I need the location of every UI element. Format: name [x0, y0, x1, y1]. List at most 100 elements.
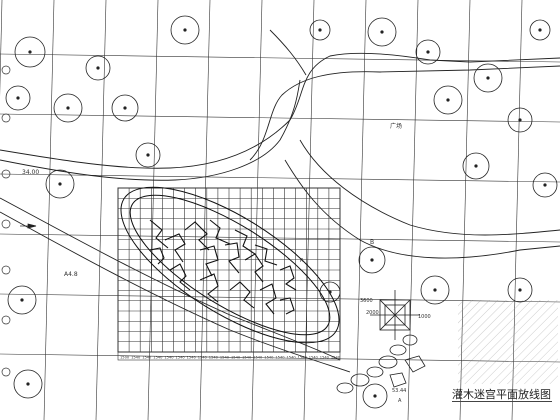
tree-icon — [462, 152, 490, 180]
tree-icon — [111, 94, 139, 122]
label-guangchang: 广场 — [390, 122, 402, 130]
tree-center-icon — [28, 50, 32, 54]
label-r: R — [300, 258, 304, 264]
grid-line-vertical — [199, 0, 211, 420]
grid-line-vertical — [43, 0, 55, 420]
dimension-label: 1540 — [242, 356, 252, 360]
dimension-label: 1540 — [309, 356, 319, 360]
tree-center-icon — [380, 30, 384, 34]
level-mark-1: 34.00 — [22, 169, 39, 176]
drawing-caption: 灌木迷宫平面放线图 — [452, 388, 551, 401]
tree-icon — [358, 246, 386, 274]
dimension-label: 1540 — [287, 356, 297, 360]
grid-line-vertical — [147, 0, 159, 420]
tree-icon — [5, 85, 31, 111]
grid-line-vertical — [355, 0, 367, 420]
tree-center-icon — [58, 182, 62, 186]
dimension-label: 1540 — [153, 356, 163, 360]
tree-center-icon — [426, 50, 430, 54]
tree-center-icon — [328, 290, 332, 294]
tree-center-icon — [474, 164, 478, 168]
tree-icon — [507, 277, 533, 303]
tree-icon — [13, 369, 43, 399]
grid-line-horizontal — [0, 113, 560, 123]
dimension-label: 1540 — [220, 356, 230, 360]
tree-icon — [367, 17, 397, 47]
dim-1000: 1000 — [418, 314, 431, 320]
dimension-label: 1540 — [298, 356, 308, 360]
tree-center-icon — [370, 258, 374, 262]
axis-marker — [1, 169, 11, 179]
dimension-label: 1540 — [176, 356, 186, 360]
tree-icon — [170, 15, 200, 45]
label-53: 53.44 — [392, 388, 406, 394]
tree-icon — [529, 19, 551, 41]
tree-icon — [433, 85, 463, 115]
dimension-label: 1540 — [131, 356, 141, 360]
tree-icon — [135, 142, 161, 168]
tree-center-icon — [486, 76, 490, 80]
stepping-stones — [336, 334, 426, 394]
axis-marker — [1, 65, 11, 75]
hatched-panel — [458, 300, 558, 384]
dimension-label: 1540 — [320, 356, 330, 360]
axis-marker — [1, 367, 11, 377]
dimension-label: 1500 — [120, 356, 130, 360]
tree-center-icon — [446, 98, 450, 102]
tree-icon — [420, 275, 450, 305]
dimension-label: 1540 — [253, 356, 263, 360]
tree-icon — [319, 281, 341, 303]
dimension-label: 1540 — [187, 356, 197, 360]
tree-icon — [415, 39, 441, 65]
tree-center-icon — [518, 118, 522, 122]
grid-axis-markers — [1, 65, 11, 377]
label-b: B — [370, 239, 374, 246]
tree-center-icon — [26, 382, 30, 386]
dimension-label: 1540 — [275, 356, 285, 360]
tree-icon — [309, 19, 331, 41]
level-mark-2: A4.8 — [64, 271, 78, 278]
tree-icon — [532, 172, 558, 198]
tree-center-icon — [433, 288, 437, 292]
axis-marker — [1, 265, 11, 275]
dim-2000: 2000 — [366, 310, 379, 316]
dimension-label: 1540 — [231, 356, 241, 360]
tree-icon — [362, 383, 388, 409]
tree-center-icon — [183, 28, 187, 32]
grid-line-vertical — [407, 0, 419, 420]
tree-symbols — [5, 15, 558, 409]
tree-center-icon — [16, 96, 20, 100]
tree-center-icon — [146, 153, 150, 157]
pavilion-structure — [370, 290, 420, 340]
tree-center-icon — [96, 66, 100, 70]
dimension-label: 1540 — [198, 356, 208, 360]
tree-center-icon — [543, 183, 547, 187]
dimension-label: 1540 — [164, 356, 174, 360]
tree-center-icon — [20, 298, 24, 302]
caption-underline — [452, 401, 552, 402]
tree-center-icon — [318, 28, 322, 32]
dimension-label: 1540 — [209, 356, 219, 360]
tree-center-icon — [538, 28, 542, 32]
grid-line-vertical — [0, 0, 3, 97]
grid-line-vertical — [95, 0, 107, 420]
axis-marker — [1, 315, 11, 325]
grid-line-horizontal — [0, 173, 560, 183]
grid-line-horizontal — [0, 233, 560, 243]
maze-boundary — [120, 186, 340, 344]
grid-line-horizontal — [0, 53, 560, 63]
tree-center-icon — [518, 288, 522, 292]
tree-center-icon — [373, 394, 377, 398]
dimension-label: 1540 — [142, 356, 152, 360]
tree-icon — [473, 63, 503, 93]
annotations: 广场 B 34.00 A4.8 3600 2000 1000 53.44 A R — [22, 122, 431, 404]
tree-center-icon — [123, 106, 127, 110]
shrub-maze-walls — [149, 219, 297, 315]
axis-marker — [1, 219, 11, 229]
dimension-label: 1540 — [264, 356, 274, 360]
grid-line-vertical — [251, 0, 263, 420]
tree-icon — [45, 169, 75, 199]
dim-3600: 3600 — [360, 298, 373, 304]
